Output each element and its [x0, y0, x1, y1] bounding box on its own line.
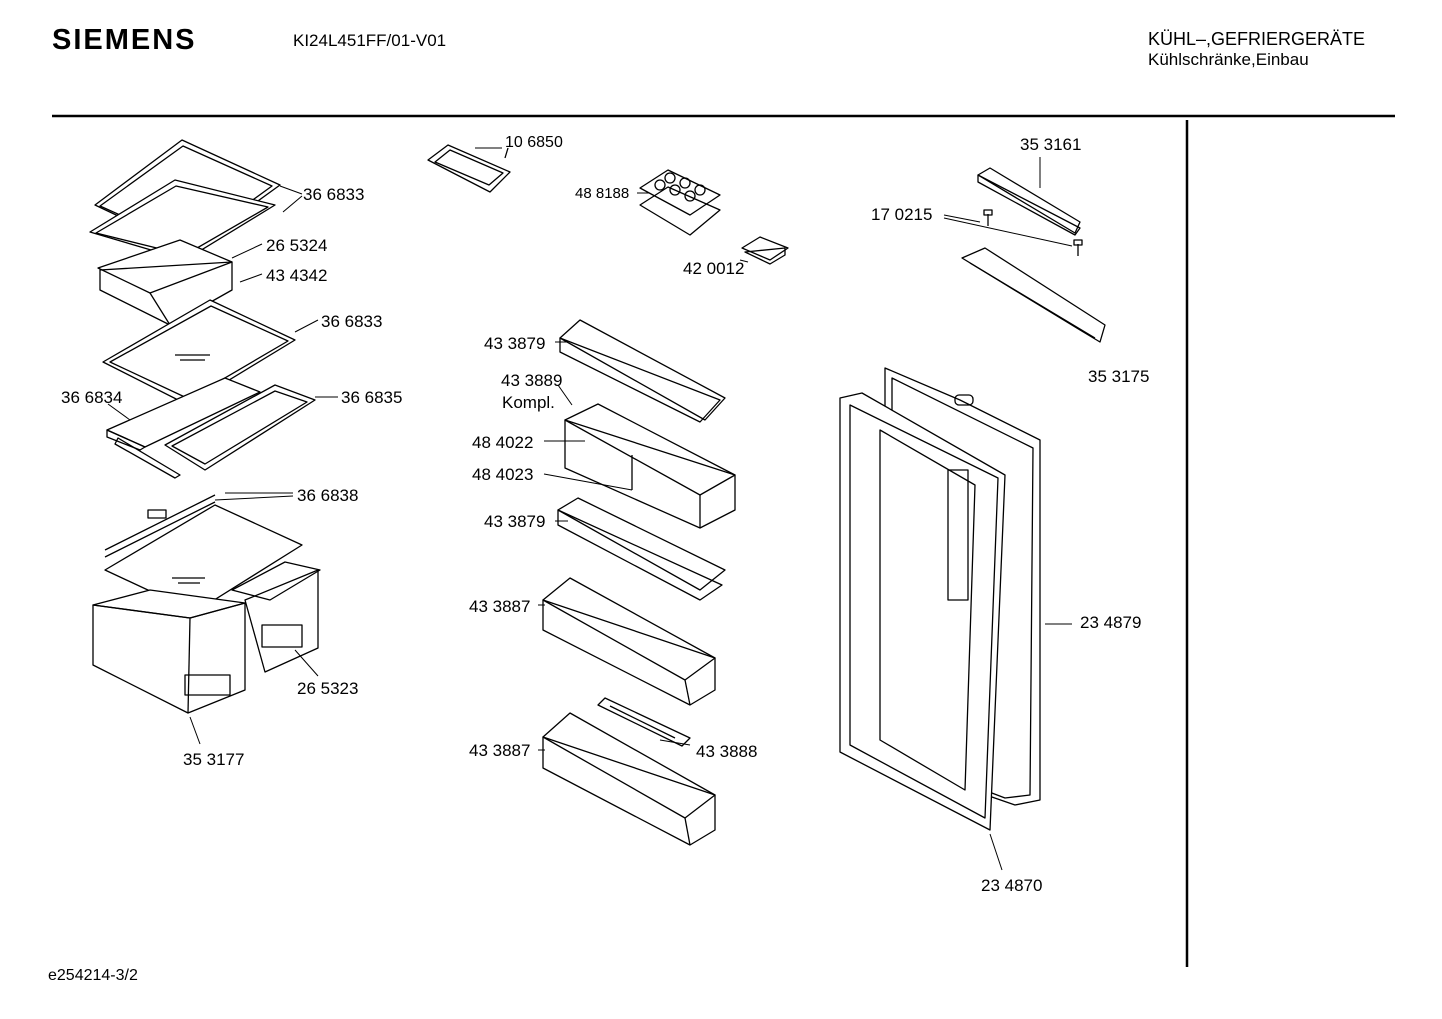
- drawing-id: e254214-3/2: [48, 967, 138, 984]
- split-shelf-left: [106, 377, 261, 479]
- part-label: 26 5323: [297, 679, 359, 698]
- egg-tray: [639, 169, 721, 236]
- part-label: 35 3161: [1020, 135, 1082, 154]
- part-label: 43 3887: [469, 597, 531, 616]
- ice-cube-tray: [427, 144, 511, 193]
- part-label: 43 3888: [696, 742, 758, 761]
- part-label: 36 6833: [321, 312, 383, 331]
- door-bin-large-2: [542, 712, 716, 846]
- brand-logo: SIEMENS: [52, 24, 197, 56]
- part-label: 36 6835: [341, 388, 403, 407]
- crisper-drawer-left: [92, 589, 246, 714]
- part-label: 43 3879: [484, 512, 546, 531]
- leader-lines-right: [943, 157, 1073, 871]
- split-shelf-right: [164, 384, 316, 471]
- part-label: 35 3175: [1088, 367, 1150, 386]
- door-shelf-1: [559, 319, 726, 423]
- glass-shelf-middle: [102, 299, 296, 406]
- part-label: 10 6850: [505, 134, 563, 151]
- part-label: 35 3177: [183, 750, 245, 769]
- part-label: 42 0012: [683, 259, 745, 278]
- category-subtitle: Kühlschränke,Einbau: [1148, 50, 1309, 69]
- part-label: 36 6833: [303, 185, 365, 204]
- part-label: Kompl.: [502, 393, 555, 412]
- part-label: 48 8188: [575, 185, 630, 202]
- screws: [983, 209, 1083, 256]
- part-label: 36 6834: [61, 388, 123, 407]
- part-label: 26 5324: [266, 236, 328, 255]
- tray-frame: [97, 239, 233, 326]
- part-label: 23 4870: [981, 876, 1043, 895]
- part-label: 36 6838: [297, 486, 359, 505]
- part-label: 48 4022: [472, 433, 534, 452]
- crisper-drawer-right: [231, 561, 321, 673]
- part-label: 43 4342: [266, 266, 328, 285]
- category-title: KÜHL–,GEFRIERGERÄTE: [1148, 29, 1366, 49]
- part-label: 17 0215: [871, 205, 933, 224]
- part-label: 48 4023: [472, 465, 534, 484]
- part-label: 43 3887: [469, 741, 531, 760]
- model-number: KI24L451FF/01-V01: [293, 31, 447, 50]
- bottle-retainer: [597, 697, 691, 747]
- leader-lines-middle: [475, 147, 749, 751]
- door-box-covered: [564, 403, 736, 529]
- door-trim-strip: [977, 167, 1081, 236]
- leader-lines-left: [107, 185, 338, 745]
- butter-dish: [741, 236, 789, 265]
- door-gasket: [839, 392, 1006, 831]
- part-label: 23 4879: [1080, 613, 1142, 632]
- part-label: 43 3889: [501, 371, 563, 390]
- door-bin-large-1: [542, 577, 716, 706]
- door-shelf-2: [557, 497, 726, 601]
- part-label: 43 3879: [484, 334, 546, 353]
- door-hinge-bracket: [961, 247, 1106, 343]
